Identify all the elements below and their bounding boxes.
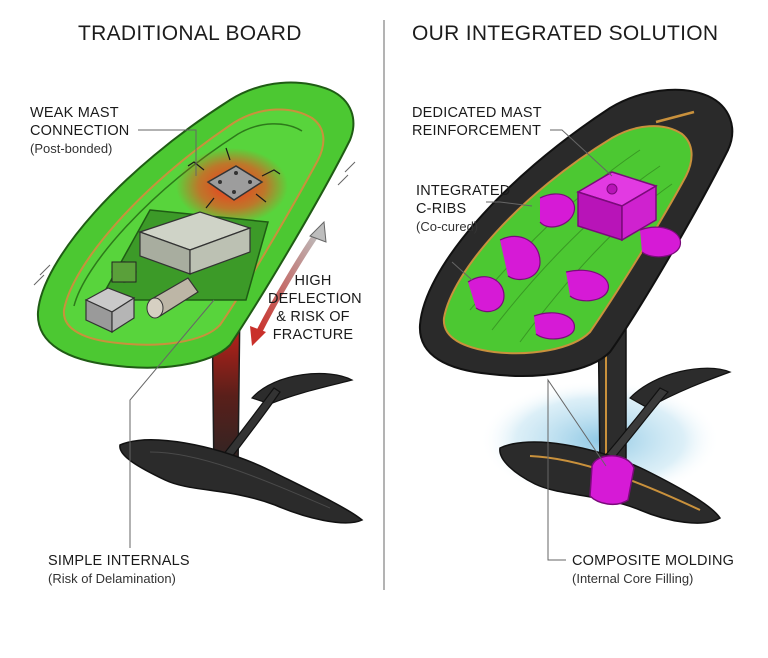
callout-molding-sub: (Internal Core Filling) <box>572 571 694 586</box>
callout-mast-reinforcement: DEDICATED MAST REINFORCEMENT <box>412 104 542 140</box>
mast-plate <box>206 165 264 201</box>
left-panel-title: TRADITIONAL BOARD <box>78 22 302 45</box>
callout-mast-reinforcement-line2: REINFORCEMENT <box>412 123 542 139</box>
leader-molding <box>547 378 607 561</box>
callout-c-ribs-line1: INTEGRATED <box>416 183 511 199</box>
callout-c-ribs: INTEGRATED C-RIBS (Co-cured) <box>416 182 510 236</box>
callout-deflection-line1: HIGH <box>294 273 332 289</box>
crack-lines <box>187 147 281 209</box>
callout-weak-mast-line2: CONNECTION <box>30 123 130 139</box>
deflection-arrow <box>255 229 321 337</box>
c-rib-2 <box>499 235 541 281</box>
leader-weak-mast <box>138 129 197 176</box>
flex-marks <box>33 161 356 286</box>
callout-molding-line1: COMPOSITE MOLDING <box>572 553 735 569</box>
left-front-wing <box>119 439 364 524</box>
callout-molding: COMPOSITE MOLDING (Internal Core Filling… <box>572 552 734 588</box>
callout-c-ribs-sub: (Co-cured) <box>416 219 479 234</box>
callout-weak-mast-sub: (Post-bonded) <box>30 141 113 156</box>
right-panel-title: OUR INTEGRATED SOLUTION <box>412 22 719 45</box>
controller-box <box>111 296 135 334</box>
callout-c-ribs-line2: C-RIBS <box>416 201 467 217</box>
leader-mast-reinforcement <box>550 129 613 177</box>
callout-internals: SIMPLE INTERNALS (Risk of Delamination) <box>48 552 190 588</box>
c-rib-1 <box>539 193 576 228</box>
callout-deflection: HIGH DEFLECTION & RISK OF FRACTURE <box>268 272 362 344</box>
callout-deflection-line3: & RISK OF <box>276 309 350 325</box>
callout-internals-sub: (Risk of Delamination) <box>48 571 176 586</box>
callout-deflection-line4: FRACTURE <box>272 327 354 343</box>
callout-internals-line1: SIMPLE INTERNALS <box>48 553 190 569</box>
callout-weak-mast-line1: WEAK MAST <box>30 105 119 121</box>
c-rib-6 <box>639 226 681 258</box>
leader-c-ribs <box>486 201 533 207</box>
battery-box <box>189 227 251 275</box>
c-rib-3 <box>467 276 505 313</box>
traditional-board-illustration <box>33 81 364 548</box>
c-rib-5 <box>533 312 575 340</box>
callout-mast-reinforcement-line1: DEDICATED MAST <box>412 105 542 121</box>
leader-internals <box>129 299 215 548</box>
mast-wing-junction <box>589 455 635 506</box>
callout-deflection-line2: DEFLECTION <box>268 291 362 307</box>
integrated-board-illustration <box>418 88 734 561</box>
callout-weak-mast: WEAK MAST CONNECTION (Post-bonded) <box>30 104 129 158</box>
c-rib-4 <box>565 269 609 302</box>
mast-reinforcement-block <box>621 184 657 242</box>
